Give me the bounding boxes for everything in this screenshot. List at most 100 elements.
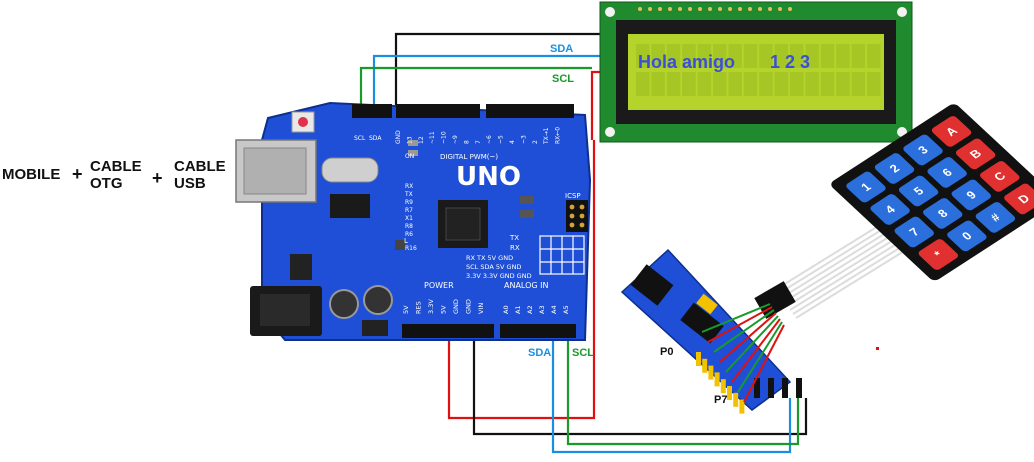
keypad-key [846, 171, 886, 203]
wire-label-sda-top: SDA [550, 43, 573, 55]
wire-sda-top [372, 54, 605, 105]
cable-usb-line1: CABLE [174, 158, 226, 175]
keypad-key [947, 220, 987, 252]
lcd-cell [651, 72, 665, 96]
lcd-text-main: Hola amigo [638, 52, 735, 72]
digital-pin-label: 7 [475, 140, 482, 144]
digital-pin-label: ~5 [498, 135, 505, 144]
digital-pin-label: RX←0 [555, 127, 562, 144]
cable-otg-label: CABLE OTG [90, 158, 142, 192]
keypad-connector [754, 281, 796, 319]
analog-label: ANALOG IN [504, 281, 549, 290]
red-dot [876, 347, 879, 350]
side-tx: TX [404, 191, 413, 198]
keypad-key [870, 194, 910, 225]
lcd-cell [697, 44, 712, 68]
analog-pin-label: A3 [538, 305, 546, 314]
regulator [290, 254, 312, 280]
lcd-cell [790, 72, 804, 96]
right-block-2: SCL SDA 5V GND [466, 263, 521, 271]
analog-pin-label: A0 [502, 305, 510, 314]
wire-label-sda-bottom: SDA [528, 347, 551, 359]
expander-pins [696, 352, 745, 414]
expander-pin [727, 386, 732, 400]
keypad-wires [701, 303, 785, 403]
arduino-silkscreen: UNO DIGITAL PWM(~) POWER ANALOG IN ICSP … [354, 135, 581, 290]
uno-title: UNO [456, 162, 521, 192]
lcd-cell [636, 72, 650, 96]
keypad-key [918, 239, 959, 270]
power-pin-label: 5V [440, 305, 448, 314]
lcd-cell [743, 72, 758, 96]
icsp-header [566, 200, 588, 232]
digital-pin-label: ~6 [486, 135, 493, 144]
power-pin-label: VIN [477, 303, 485, 314]
digital-label: DIGITAL PWM(~) [440, 153, 498, 161]
keypad-ribbon [774, 219, 910, 319]
lcd-cell [774, 72, 789, 96]
expander-pin [739, 399, 745, 414]
digital-pin-label: 13 [406, 136, 413, 144]
keypad-key [923, 198, 963, 229]
analog-pin-label: A4 [550, 305, 558, 314]
plus-sign-2: + [152, 168, 163, 188]
lcd-cell [867, 72, 881, 96]
analog-pin-label: A5 [562, 305, 570, 314]
side-r7: R7 [405, 207, 413, 214]
expander-pin [714, 372, 720, 387]
cable-usb-label: CABLE USB [174, 158, 226, 192]
cable-usb-line2: USB [174, 175, 206, 192]
expander-pin [702, 358, 708, 373]
wire-gnd-bottom [472, 338, 808, 436]
lcd-cell [636, 44, 650, 68]
lcd-cell [666, 44, 681, 68]
wire-scl-top [359, 66, 592, 105]
plus-sign-1: + [72, 164, 83, 184]
expander-pin [720, 379, 726, 394]
lcd-cell [682, 44, 696, 68]
keypad-key [927, 157, 967, 188]
keypad-key [898, 175, 939, 207]
rx-label: RX [510, 244, 520, 252]
power-pin-label: 5V [402, 305, 410, 314]
power-header [402, 324, 576, 338]
side-r8: R8 [405, 223, 413, 230]
expander-pin [696, 352, 701, 366]
lcd-cell [697, 72, 712, 96]
lcd-cell [851, 44, 866, 68]
wires [359, 32, 808, 454]
lcd-cell [759, 72, 773, 96]
lcd-cell [805, 72, 819, 96]
right-block-1: RX TX 5V GND [466, 254, 513, 262]
digital-pin-label: TX→1 [543, 127, 550, 145]
lcd-cell [790, 44, 804, 68]
analog-pin-label: A2 [526, 305, 534, 314]
side-on: ON [405, 153, 414, 160]
lcd-cell [774, 44, 789, 68]
lcd-cell [836, 44, 850, 68]
lcd-cell [651, 44, 665, 68]
wire-gnd-top [394, 32, 607, 105]
capacitor-2 [363, 285, 393, 315]
lcd-text-nums: 1 2 3 [770, 52, 810, 72]
analog-pin-label: A1 [514, 305, 522, 314]
digital-pin-label: ~11 [429, 131, 436, 144]
lcd-cell [743, 44, 758, 68]
pad-grid [539, 235, 585, 275]
digital-pin-label: 2 [532, 140, 539, 144]
lcd-cell [728, 72, 742, 96]
arduino-board [235, 101, 592, 341]
lcd-cell [728, 44, 742, 68]
analog-pin-labels: A0 A1 A2 A3 A4 A5 [502, 305, 570, 314]
lcd-cell [666, 72, 681, 96]
keypad-key [903, 134, 943, 166]
side-x1: X1 [405, 215, 413, 222]
i2c-out-pins [754, 378, 802, 398]
expander-p7-label: P7 [714, 394, 728, 406]
